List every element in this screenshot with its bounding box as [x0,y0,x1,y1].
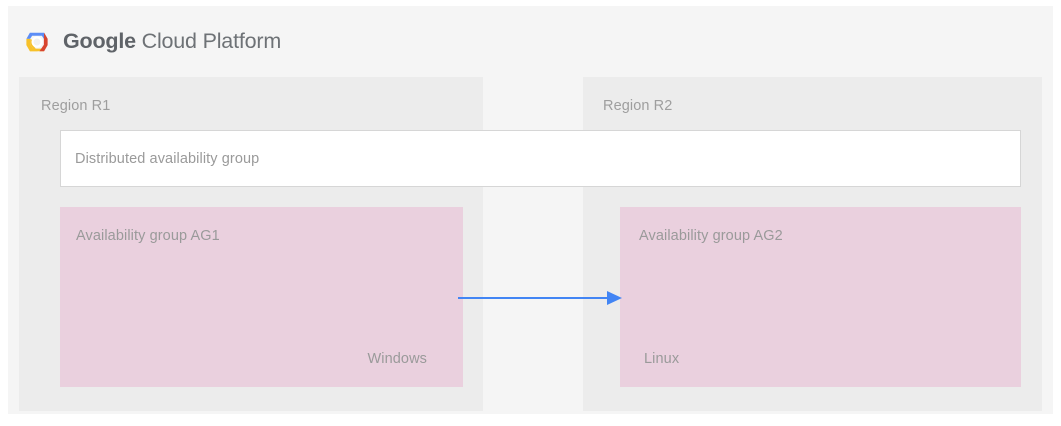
availability-group-os-ag1: Windows [367,351,427,367]
availability-group-box-ag1: Availability group AG1 Windows [60,207,463,387]
diagram-card: Google Cloud Platform Region R1 Region R… [8,6,1053,414]
brand-word-cloud-platform: Cloud Platform [141,29,282,54]
google-cloud-platform-logo-icon [22,27,52,57]
brand-title: Google Cloud Platform [63,31,281,53]
availability-group-title-ag2: Availability group AG2 [639,228,783,244]
distributed-availability-group-label: Distributed availability group [75,150,260,167]
distributed-availability-group-box: Distributed availability group [60,130,1021,187]
availability-group-box-ag2: Availability group AG2 Linux [620,207,1021,387]
region-label-r1: Region R1 [41,98,111,114]
availability-group-os-ag2: Linux [644,351,680,367]
gcp-branding: Google Cloud Platform [22,20,281,64]
right-arrow-icon [458,287,624,309]
region-label-r2: Region R2 [603,98,673,114]
availability-group-title-ag1: Availability group AG1 [76,228,220,244]
brand-word-google: Google [63,29,136,54]
